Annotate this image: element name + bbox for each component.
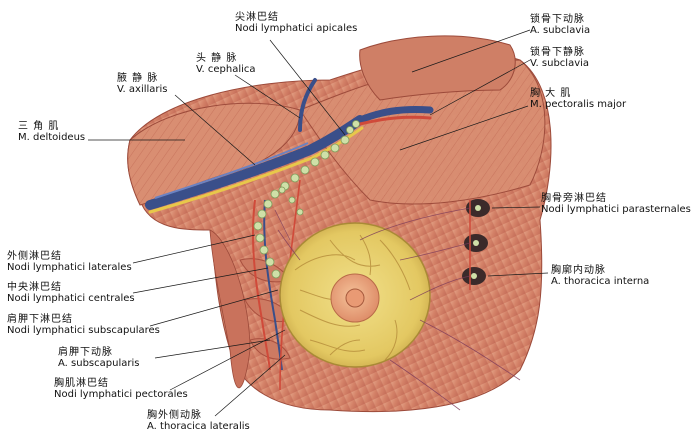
label-la: Nodi lymphatici parasternales	[541, 204, 691, 215]
label-m-pectoralis-major: 胸 大 肌 M. pectoralis major	[530, 88, 626, 110]
label-nodi-pectorales: 胸肌淋巴结 Nodi lymphatici pectorales	[54, 378, 188, 400]
label-la: V. subclavia	[530, 58, 590, 69]
label-a-subclavia: 锁骨下动脉 A. subclavia	[530, 14, 590, 36]
label-zh: 胸 大 肌	[530, 88, 572, 99]
cephalic-vein	[298, 78, 317, 132]
label-zh: 尖淋巴结	[235, 12, 279, 23]
clavicle-region	[359, 35, 516, 101]
label-nodi-laterales: 外侧淋巴结 Nodi lymphatici laterales	[7, 251, 132, 273]
label-zh: 锁骨下静脉	[530, 47, 585, 58]
label-zh: 胸廓内动脉	[551, 265, 606, 276]
label-la: V. axillaris	[117, 84, 168, 95]
label-zh: 胸肌淋巴结	[54, 378, 109, 389]
label-nodi-apicales: 尖淋巴结 Nodi lymphatici apicales	[235, 12, 357, 34]
label-nodi-subscapulares: 肩胛下淋巴结 Nodi lymphatici subscapulares	[7, 314, 160, 336]
label-v-subclavia: 锁骨下静脉 V. subclavia	[530, 47, 589, 69]
label-v-axillaris: 腋 静 脉 V. axillaris	[117, 73, 168, 95]
label-zh: 肩胛下淋巴结	[7, 314, 73, 325]
label-zh: 外侧淋巴结	[7, 251, 62, 262]
label-la: A. subscapularis	[58, 358, 140, 369]
label-m-deltoideus: 三 角 肌 M. deltoideus	[18, 121, 85, 143]
label-zh: 锁骨下动脉	[530, 14, 585, 25]
label-la: Nodi lymphatici apicales	[235, 23, 358, 34]
label-a-thoracica-lateralis: 胸外侧动脉 A. thoracica lateralis	[147, 410, 250, 432]
label-zh: 腋 静 脉	[117, 73, 159, 84]
label-zh: 三 角 肌	[18, 121, 60, 132]
label-zh: 中央淋巴结	[7, 282, 62, 293]
leader-lines	[88, 29, 549, 417]
label-la: Nodi lymphatici pectorales	[54, 389, 188, 400]
label-la: Nodi lymphatici subscapulares	[7, 325, 160, 336]
subscapular-vein	[263, 199, 283, 371]
label-a-thoracica-interna: 胸廓内动脉 A. thoracica interna	[551, 265, 649, 287]
label-nodi-parasternales: 胸骨旁淋巴结 Nodi lymphatici parasternales	[541, 193, 691, 215]
label-la: A. subclavia	[530, 25, 591, 36]
label-la: M. deltoideus	[18, 132, 86, 143]
label-la: A. thoracica interna	[551, 276, 650, 287]
mammary-gland	[279, 222, 431, 368]
label-zh: 肩胛下动脉	[58, 347, 113, 358]
label-la: A. thoracica lateralis	[147, 421, 250, 432]
label-zh: 头 静 脉	[196, 53, 238, 64]
label-la: Nodi lymphatici centrales	[7, 293, 135, 304]
subscapular-artery	[252, 199, 271, 371]
parasternal-windows	[462, 199, 490, 290]
lateral-trunk	[209, 229, 251, 389]
label-v-cephalica: 头 静 脉 V. cephalica	[196, 53, 256, 75]
label-zh: 胸外侧动脉	[147, 410, 202, 421]
lymph-vessels	[274, 207, 521, 411]
label-la: M. pectoralis major	[530, 99, 627, 110]
label-nodi-centrales: 中央淋巴结 Nodi lymphatici centrales	[7, 282, 135, 304]
lymph-nodes	[253, 120, 360, 279]
label-zh: 胸骨旁淋巴结	[541, 193, 607, 204]
label-la: Nodi lymphatici laterales	[7, 262, 132, 273]
label-a-subscapularis: 肩胛下动脉 A. subscapularis	[58, 347, 139, 369]
label-la: V. cephalica	[196, 64, 256, 75]
